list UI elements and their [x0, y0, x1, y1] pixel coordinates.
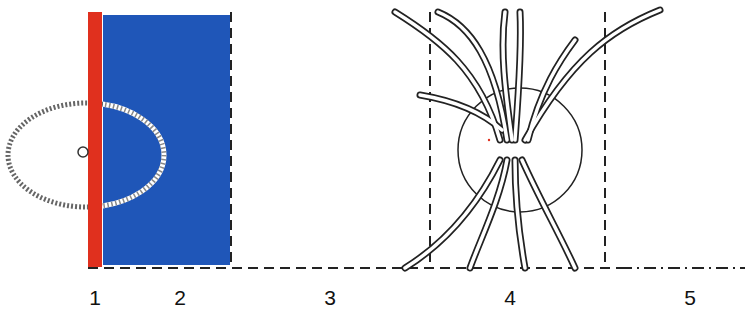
- zone-number: 4: [504, 286, 516, 310]
- blood-vessels: [395, 10, 660, 268]
- disc-dot: [488, 139, 490, 141]
- zone-number: 5: [684, 286, 696, 310]
- red-band: [88, 12, 102, 267]
- zone-number: 3: [324, 286, 336, 310]
- baseline-dashdot: [620, 267, 745, 269]
- zone-number: 1: [89, 286, 101, 310]
- zone-number: 2: [174, 286, 186, 310]
- small-circle: [78, 147, 88, 157]
- zone-boundaries: [88, 12, 620, 268]
- blue-band: [103, 15, 230, 265]
- hatched-oval-inner: [103, 103, 164, 207]
